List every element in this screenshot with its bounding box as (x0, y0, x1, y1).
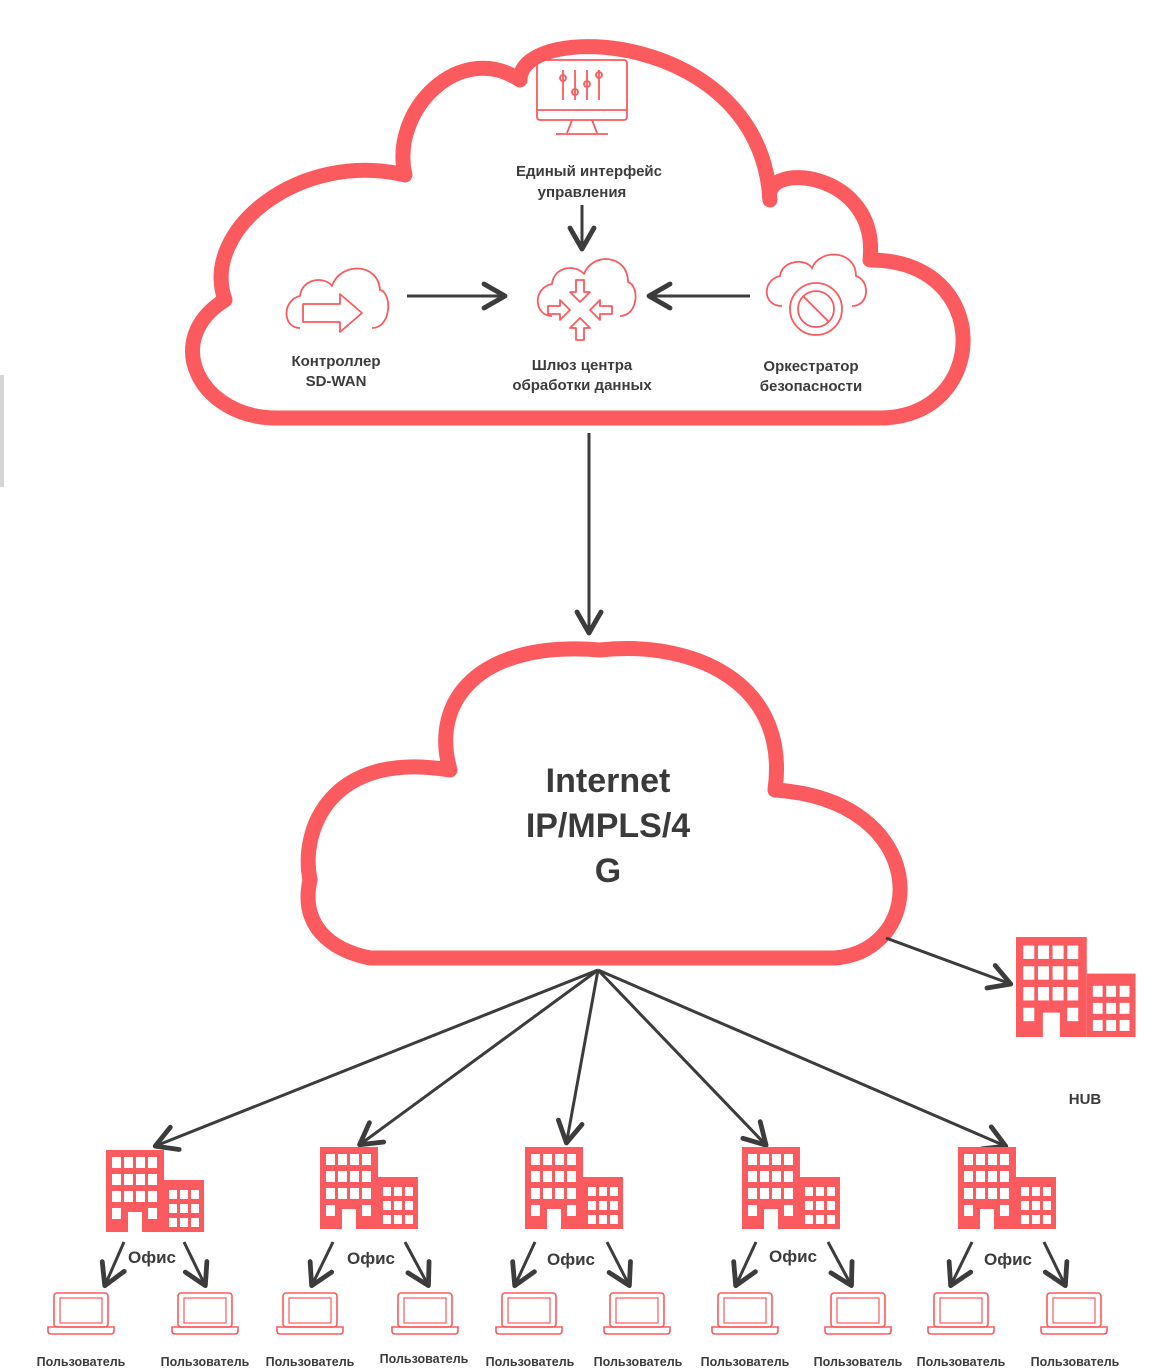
arrow-to-user (403, 1241, 432, 1289)
internet-label-line1: Internet (546, 762, 671, 800)
office-building-icon (525, 1147, 623, 1229)
user-label: Пользователь (37, 1355, 126, 1369)
arrow-to-office-4 (596, 968, 769, 1148)
internet-label-line3: G (595, 852, 621, 890)
office-label: Офис (769, 1247, 817, 1266)
office-4: Офис Пользователь Пользователь (701, 1147, 903, 1369)
laptop-icon (495, 1292, 563, 1335)
monitor-sliders-icon (536, 59, 628, 135)
office-label: Офис (547, 1250, 595, 1269)
office-building-icon (958, 1147, 1056, 1229)
laptop-icon (391, 1292, 459, 1335)
office-3: Офис Пользователь Пользователь (486, 1147, 683, 1369)
office-building-icon (106, 1150, 204, 1232)
user-label: Пользователь (486, 1355, 575, 1369)
internet-label-line2: IP/MPLS/4 (526, 807, 690, 845)
management-label-line2: управления (538, 184, 627, 201)
arrow-to-user (1042, 1241, 1070, 1289)
user-label: Пользователь (701, 1355, 790, 1369)
office-building-icon (320, 1147, 418, 1229)
office-2: Офис Пользователь Пользователь (266, 1147, 469, 1369)
office-label: Офис (128, 1248, 176, 1267)
arrow-to-user (946, 1241, 974, 1289)
arrow-to-office-5 (597, 968, 1009, 1152)
internet-cloud (300, 641, 908, 966)
orchestrator-label-line1: Оркестратор (763, 358, 858, 375)
arrow-to-office-3 (556, 969, 600, 1146)
left-edge-bar (0, 375, 4, 487)
cloud-arrow-icon (285, 267, 390, 333)
gateway-label-line2: обработки данных (512, 377, 652, 394)
office-1: Офис Пользователь Пользователь (37, 1150, 250, 1369)
controller-label-line1: Контроллер (291, 353, 380, 370)
cloud-router-icon (536, 258, 637, 341)
office-5: Офис Пользователь Пользователь (917, 1147, 1120, 1369)
laptop-icon (603, 1292, 671, 1335)
arrow-to-user (731, 1241, 758, 1289)
user-label: Пользователь (594, 1355, 683, 1369)
arrow-to-user (99, 1241, 127, 1289)
laptop-icon (711, 1292, 779, 1335)
arrow-to-office-2 (357, 968, 599, 1148)
office-building-icon (742, 1147, 840, 1229)
control-cloud (185, 39, 971, 426)
arrow-to-user (307, 1241, 335, 1289)
management-label-line1: Единый интерфейс (516, 163, 662, 180)
user-label: Пользователь (814, 1355, 903, 1369)
hub-label: HUB (1069, 1091, 1102, 1108)
arrow-to-user (510, 1241, 537, 1289)
arrow-to-user (826, 1241, 855, 1289)
arrow-to-office-1 (152, 968, 599, 1152)
user-label: Пользователь (1031, 1355, 1120, 1369)
gateway-label-line1: Шлюз центра (532, 357, 633, 374)
arrow-to-user (605, 1241, 633, 1289)
laptop-icon (824, 1292, 892, 1335)
controller-label-line2: SD-WAN (306, 373, 367, 390)
arrow-to-user (182, 1241, 210, 1289)
laptop-icon (47, 1292, 115, 1335)
orchestrator-label-line2: безопасности (760, 378, 863, 395)
user-label: Пользователь (266, 1355, 355, 1369)
laptop-icon (276, 1292, 344, 1335)
arrow-internet-to-hub (885, 936, 1014, 991)
user-label: Пользователь (161, 1355, 250, 1369)
laptop-icon (1040, 1292, 1108, 1335)
user-label: Пользователь (380, 1352, 469, 1366)
office-label: Офис (347, 1249, 395, 1268)
cloud-block-icon (765, 253, 867, 336)
laptop-icon (171, 1292, 239, 1335)
hub-building-icon (1016, 937, 1136, 1038)
laptop-icon (927, 1292, 995, 1335)
office-label: Офис (984, 1250, 1032, 1269)
user-label: Пользователь (917, 1355, 1006, 1369)
